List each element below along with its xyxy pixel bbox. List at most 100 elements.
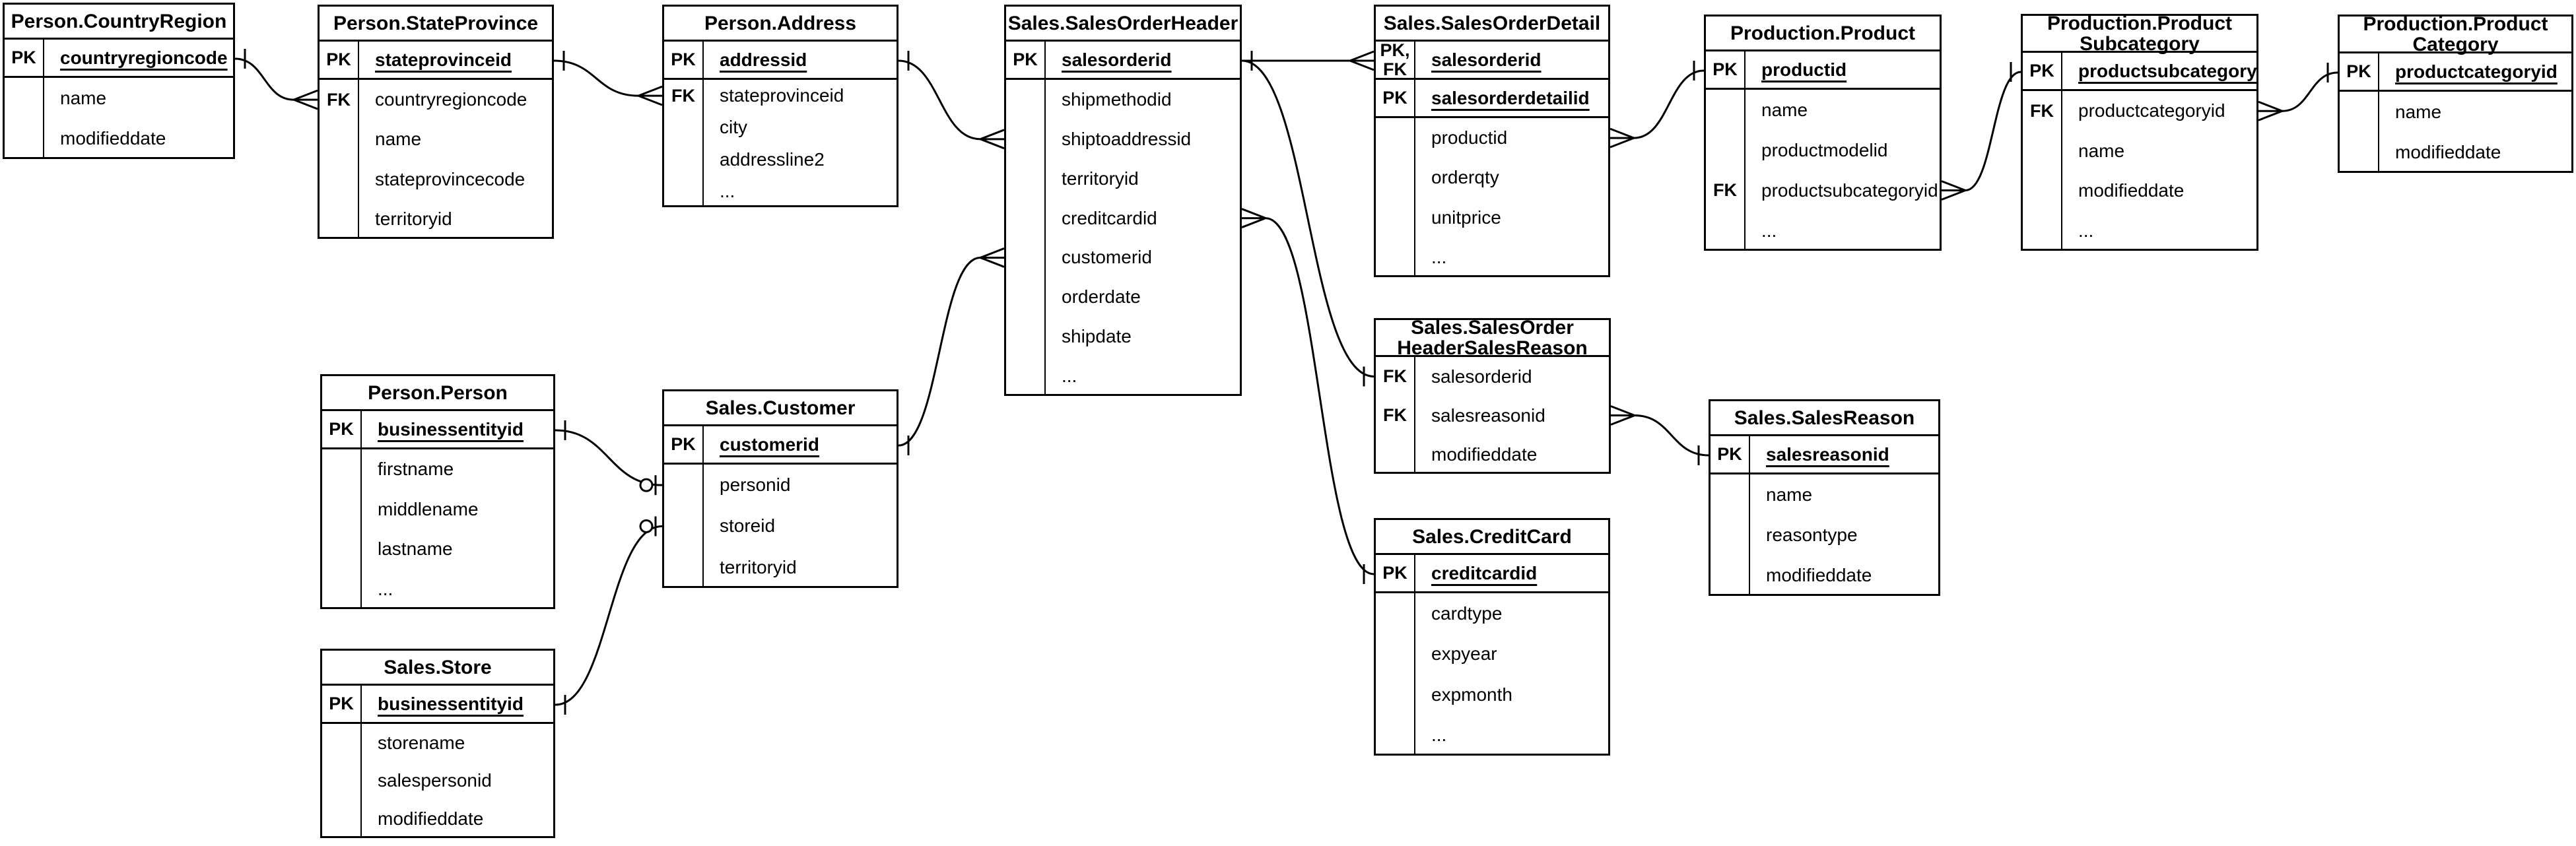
- attribute-name-cell: productsubcategoryid: [2062, 53, 2256, 89]
- key-label: FK: [1376, 357, 1415, 396]
- key-label: PK: [2023, 53, 2062, 89]
- attribute-row-orderqty: orderqty: [1376, 158, 1608, 198]
- attribute-name: name: [375, 129, 422, 150]
- key-label-empty: [1006, 277, 1046, 317]
- attribute-name: shipdate: [1062, 326, 1132, 347]
- attribute-row-shipmethodid: shipmethodid: [1006, 80, 1240, 119]
- attribute-name: customerid: [720, 434, 819, 455]
- attribute-name-cell: ...: [1415, 238, 1608, 275]
- attribute-row-storeid: storeid: [664, 505, 897, 547]
- attribute-name-cell: customerid: [704, 426, 897, 463]
- attribute-name-cell: shipdate: [1046, 317, 1240, 356]
- key-label: FK: [1376, 396, 1415, 435]
- attribute-name-cell: ...: [1746, 211, 1940, 249]
- attribute-row-territoryid: territoryid: [320, 199, 552, 237]
- attribute-row-expmonth: expmonth: [1376, 674, 1608, 715]
- relationship-line: [2282, 71, 2338, 112]
- attribute-name-cell: ...: [362, 569, 553, 608]
- attribute-row-name: name: [320, 119, 552, 160]
- attribute-name-cell: orderqty: [1415, 158, 1608, 197]
- crow-foot-many-marker: [638, 85, 663, 106]
- key-label: PK: [1711, 436, 1750, 472]
- attribute-name-cell: name: [1746, 90, 1940, 130]
- key-label-empty: [5, 78, 44, 119]
- relationship-line: [553, 59, 639, 97]
- attribute-name: cardtype: [1431, 602, 1503, 624]
- attribute-name: salesorderid: [1431, 366, 1532, 387]
- attribute-name-cell: stateprovinceid: [359, 42, 552, 78]
- attribute-row-modifieddate: modifieddate: [5, 118, 233, 157]
- key-label-empty: [1006, 238, 1046, 278]
- attribute-name: city: [720, 117, 747, 138]
- key-label: PK: [1006, 42, 1046, 78]
- relationship-line: [1965, 71, 2021, 191]
- attribute-name: name: [2395, 101, 2442, 122]
- attribute-name-cell: storename: [362, 724, 553, 762]
- entity-title: Sales.SalesOrder HeaderSalesReason: [1376, 320, 1609, 358]
- relationship-line: [234, 57, 294, 101]
- attribute-name: creditcardid: [1062, 207, 1157, 228]
- attribute-name-cell: city: [704, 112, 897, 143]
- attribute-name: ...: [720, 180, 735, 201]
- attribute-row-modifieddate: modifieddate: [2340, 132, 2571, 171]
- attribute-row-: ...: [322, 569, 553, 608]
- attribute-row-city: city: [664, 112, 897, 144]
- relationship-line: [898, 256, 981, 447]
- key-label-empty: [320, 159, 359, 199]
- attribute-name-cell: stateprovinceid: [704, 80, 897, 112]
- attribute-name: orderqty: [1431, 167, 1499, 188]
- crow-foot-many-marker: [1941, 180, 1966, 201]
- key-label-empty: [2340, 92, 2379, 133]
- attribute-row-: ...: [1376, 715, 1608, 754]
- attribute-row-: ...: [1006, 356, 1240, 394]
- attribute-name-cell: name: [2379, 92, 2571, 133]
- crow-foot-many-marker: [2258, 100, 2283, 121]
- key-label-empty: [1006, 158, 1046, 199]
- attribute-name-cell: countryregioncode: [359, 80, 552, 119]
- attribute-name: salesorderid: [1431, 49, 1542, 70]
- attribute-row-unitprice: unitprice: [1376, 197, 1608, 238]
- attribute-name-cell: ...: [1046, 356, 1240, 394]
- attribute-name: countryregioncode: [60, 47, 228, 68]
- attribute-name: expmonth: [1431, 684, 1512, 705]
- key-label-empty: [1376, 593, 1415, 634]
- key-label-empty: [322, 489, 362, 529]
- attribute-name-cell: creditcardid: [1415, 555, 1608, 591]
- key-label-empty: [664, 465, 704, 506]
- attribute-row-orderdate: orderdate: [1006, 277, 1240, 317]
- attribute-row-middlename: middlename: [322, 489, 553, 529]
- attribute-row-reasontype: reasontype: [1711, 515, 1938, 556]
- attribute-name-cell: businessentityid: [362, 686, 553, 722]
- relationship-line: [1634, 414, 1709, 457]
- key-label-empty: [1711, 474, 1750, 515]
- attribute-name-cell: ...: [704, 176, 897, 205]
- attribute-name: modifieddate: [1431, 443, 1538, 465]
- entity-title: Sales.SalesReason: [1711, 401, 1938, 436]
- key-label-empty: [2023, 171, 2062, 211]
- attribute-name-cell: salesreasonid: [1415, 396, 1609, 435]
- key-label: PK: [664, 42, 704, 78]
- attribute-name: stateprovincecode: [375, 168, 525, 189]
- attribute-name-cell: lastname: [362, 529, 553, 569]
- attribute-name-cell: storeid: [704, 505, 897, 546]
- attribute-name-cell: expyear: [1415, 634, 1608, 675]
- attribute-name-cell: productmodelid: [1746, 130, 1940, 170]
